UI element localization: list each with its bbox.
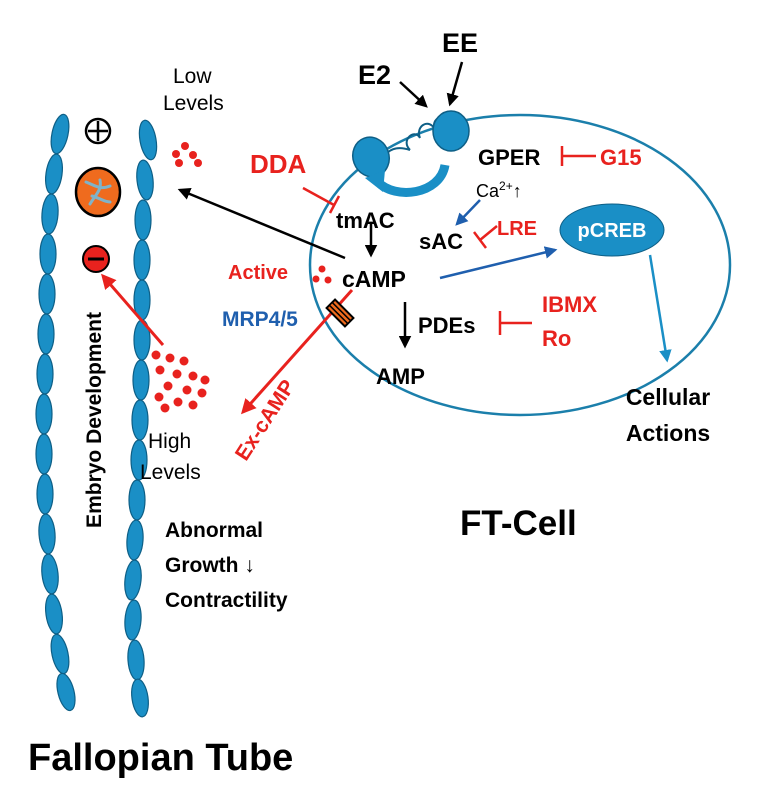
embryo-icon [74, 166, 122, 218]
label-mrp: MRP4/5 [222, 308, 298, 331]
label-gper: GPER [478, 145, 540, 170]
label-high-2: Levels [140, 461, 201, 484]
plus-circle-icon [84, 117, 112, 145]
label-ee: EE [442, 28, 478, 58]
arrow-ca-to-sac [455, 199, 481, 226]
low-levels-dots [172, 142, 202, 167]
label-low-1: Low [173, 65, 212, 88]
label-cellular-1: Cellular [626, 384, 710, 410]
inhibit-g15 [560, 146, 596, 166]
label-amp: AMP [376, 364, 425, 389]
label-ro: Ro [542, 326, 571, 351]
label-growth: Growth ↓ [165, 554, 255, 577]
label-high-1: High [148, 430, 191, 453]
arrow-camp-to-low [177, 188, 346, 260]
inhibit-ibmx-ro [498, 311, 532, 335]
label-lre: LRE [497, 218, 537, 240]
arrow-high-to-embryo [101, 273, 165, 346]
label-e2: E2 [358, 60, 391, 90]
ft-cell-membrane [308, 113, 732, 417]
label-ft-cell: FT-Cell [460, 504, 577, 543]
label-active: Active [228, 262, 288, 284]
label-low-2: Levels [163, 92, 224, 115]
label-embryo-development: Embryo Development [83, 312, 106, 528]
tube-wall-left [35, 113, 76, 712]
pcreb-shape [559, 203, 665, 257]
arrow-camp-to-pcreb [439, 246, 558, 280]
active-camp-dots [312, 265, 332, 284]
gper-receptor [352, 110, 470, 197]
label-dda: DDA [250, 149, 307, 179]
arrow-e2 [399, 81, 428, 108]
label-cellular-2: Actions [626, 420, 710, 446]
arrow-ee [446, 61, 464, 107]
mrp-transporter [325, 298, 355, 328]
label-ca: Ca2+↑ [476, 179, 522, 201]
label-pdes: PDEs [418, 313, 475, 338]
label-ibmx: IBMX [542, 292, 597, 317]
label-fallopian-tube: Fallopian Tube [28, 737, 293, 779]
label-pcreb: pCREB [578, 220, 647, 242]
minus-circle-icon [82, 245, 110, 273]
label-camp: cAMP [342, 266, 406, 292]
label-contractility: Contractility [165, 589, 288, 612]
inhibit-lre [473, 225, 498, 249]
label-tmac: tmAC [336, 208, 395, 233]
inhibit-dda [302, 186, 341, 214]
label-g15: G15 [600, 145, 642, 170]
high-levels-dots [151, 350, 210, 413]
tube-wall-right [124, 119, 158, 718]
label-abnormal: Abnormal [165, 519, 263, 542]
label-sac: sAC [419, 229, 463, 254]
arrow-pcreb-to-actions [648, 254, 672, 363]
